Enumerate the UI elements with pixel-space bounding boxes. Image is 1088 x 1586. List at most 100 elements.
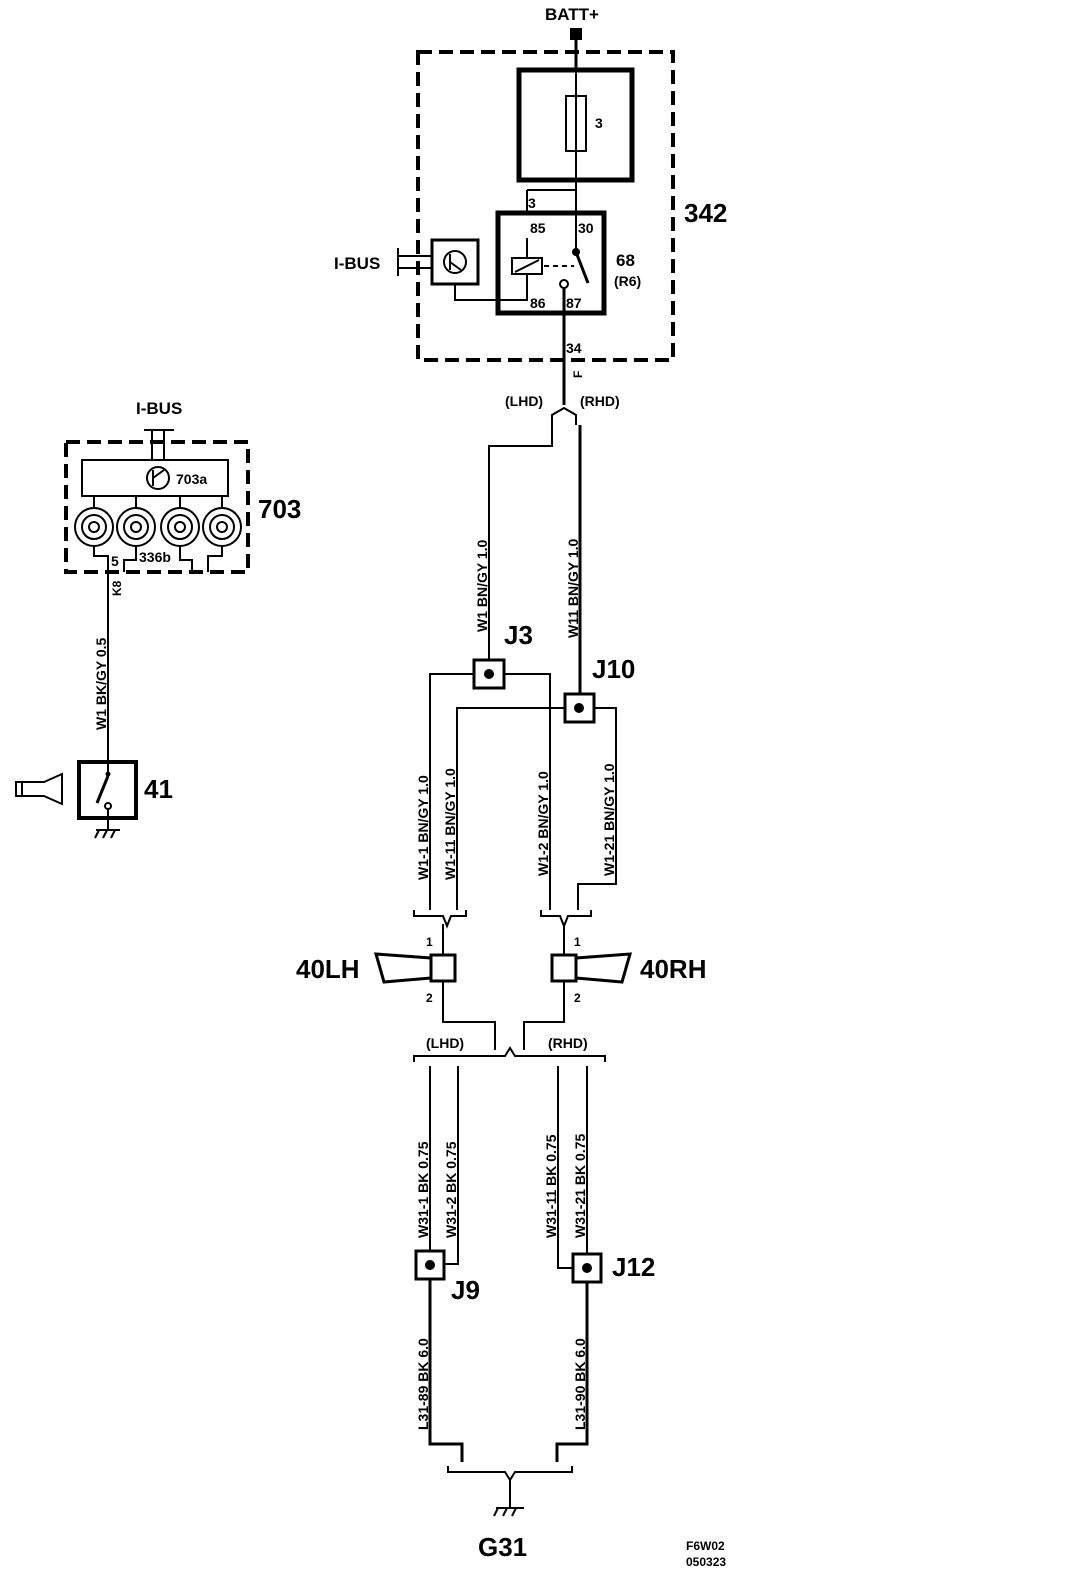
splice-j12-dot [582, 1263, 592, 1273]
wire-w1-bkgy: W1 BK/GY 0.5 [93, 637, 109, 730]
relay-coil-mark [514, 259, 540, 273]
w31-2-wire [444, 1066, 459, 1265]
horn-switch-ground-hatch-2 [102, 829, 108, 839]
ref-code: F6W02 [686, 1539, 725, 1553]
rhd-top-label: (RHD) [580, 393, 620, 409]
clock-spring-coil-1 [74, 507, 114, 547]
horn-switch-arm [95, 775, 110, 804]
ground-hatch-1 [493, 1507, 499, 1517]
w31-11-wire [557, 1066, 572, 1269]
j10-label: J10 [592, 654, 635, 684]
wire-l31-89: L31-89 BK 6.0 [415, 1338, 431, 1430]
conn-f-label: F [571, 371, 585, 378]
rh-ground-wire [523, 981, 565, 1050]
wire-w11-bngy: W11 BN/GY 1.0 [565, 538, 581, 638]
splice-j3-dot [484, 669, 494, 679]
relay-pin-86: 86 [530, 295, 546, 311]
conn-k8-label: K8 [110, 580, 124, 596]
transistor-icon-emitter [449, 261, 462, 271]
module-703a-box [81, 459, 229, 497]
wire-w31-21: W31-21 BK 0.75 [572, 1134, 588, 1238]
lhd-feed-wire [488, 425, 553, 670]
variant-split-top [551, 406, 577, 425]
splice-j9-dot [425, 1260, 435, 1270]
j9-label: J9 [451, 1275, 480, 1305]
module-transistor-collector [152, 469, 165, 479]
module-703a-label: 703a [176, 471, 207, 487]
lhd-top-label: (LHD) [505, 393, 543, 409]
wire-w31-1: W31-1 BK 0.75 [415, 1141, 431, 1238]
l31-90-wire [555, 1282, 589, 1462]
ibus-right-label: I-BUS [334, 254, 380, 273]
rhd-bottom-label: (RHD) [548, 1035, 588, 1051]
fuse-number: 3 [595, 115, 603, 131]
splice-j12 [571, 1252, 603, 1284]
module-pin-5: 5 [111, 553, 119, 569]
rh-pin-1: 1 [574, 935, 581, 949]
horn-switch-ground-hatch-1 [94, 829, 100, 839]
coil-1-out [93, 546, 109, 572]
coil-3-out [179, 546, 193, 572]
ground-g31-label: G31 [478, 1532, 527, 1562]
relay-pin-85: 85 [530, 220, 546, 236]
j3-left-wire [429, 673, 474, 910]
ground-hatch-2 [502, 1507, 508, 1517]
wire-w1-2: W1-2 BN/GY 1.0 [535, 771, 551, 876]
module-pin-336b: 336b [139, 549, 171, 565]
wire-w31-2: W31-2 BK 0.75 [443, 1141, 459, 1238]
batt-label: BATT+ [545, 5, 599, 24]
relay-68-label: 68 [616, 251, 635, 270]
clock-spring-coil-4 [202, 507, 242, 547]
clock-spring-coil-2 [116, 507, 156, 547]
fuse-box-342-outline [416, 50, 675, 362]
module-703-outline [64, 440, 250, 574]
coil-4-out [207, 546, 223, 572]
lh-pin-2: 2 [426, 991, 433, 1005]
wire-w1-21: W1-21 BN/GY 1.0 [601, 763, 617, 876]
relay-control-module [430, 238, 480, 286]
horn-40rh-icon [574, 952, 633, 984]
splice-j10-dot [574, 703, 584, 713]
relay-pin-30: 30 [578, 220, 594, 236]
horn-40lh-label: 40LH [296, 954, 360, 984]
horn-40lh-icon [373, 952, 433, 984]
relay-pin-87: 87 [566, 295, 582, 311]
j3-right-wire [504, 673, 551, 910]
lhd-bottom-label: (LHD) [426, 1035, 464, 1051]
horn-40rh-body [550, 953, 578, 983]
wire-w1-1: W1-1 BN/GY 1.0 [415, 775, 431, 880]
module-703-label: 703 [258, 494, 301, 524]
relay-68 [495, 210, 607, 316]
l31-89-wire [428, 1279, 464, 1462]
ref-date: 050323 [686, 1555, 726, 1569]
fuse-box-342-label: 342 [684, 198, 727, 228]
rh-merge-bracket [540, 910, 592, 929]
ground-hatch-3 [511, 1507, 517, 1517]
horn-switch-bottom-contact [104, 802, 112, 810]
conn-34-label: 34 [566, 340, 582, 356]
batt-terminal [570, 28, 582, 40]
rh-pin-2: 2 [574, 991, 581, 1005]
transistor-icon [443, 250, 467, 274]
wire-w31-11: W31-11 BK 0.75 [543, 1134, 559, 1238]
relay-87-contact [559, 279, 569, 289]
coil-2-out [123, 546, 137, 572]
ground-merge-bracket [447, 1466, 573, 1482]
j12-label: J12 [612, 1252, 655, 1282]
lh-pin-1: 1 [426, 935, 433, 949]
module-transistor-icon [146, 466, 170, 490]
relay-contact-arm [574, 251, 590, 284]
lh-merge-bracket [413, 910, 467, 929]
horn-pad-icon [15, 772, 63, 806]
j10-left-wire [456, 707, 565, 910]
horn-switch-ground-hatch-3 [110, 829, 116, 839]
horn-40lh-body [429, 953, 457, 983]
wire-l31-90: L31-90 BK 6.0 [572, 1338, 588, 1430]
relay-pin-3-label: 3 [528, 195, 536, 211]
lh-ground-wire [442, 981, 496, 1050]
j3-label: J3 [504, 620, 533, 650]
j10-right-wire [577, 707, 617, 910]
wire-w1-bngy: W1 BN/GY 1.0 [474, 539, 490, 632]
ibus-left-label: I-BUS [136, 399, 182, 418]
